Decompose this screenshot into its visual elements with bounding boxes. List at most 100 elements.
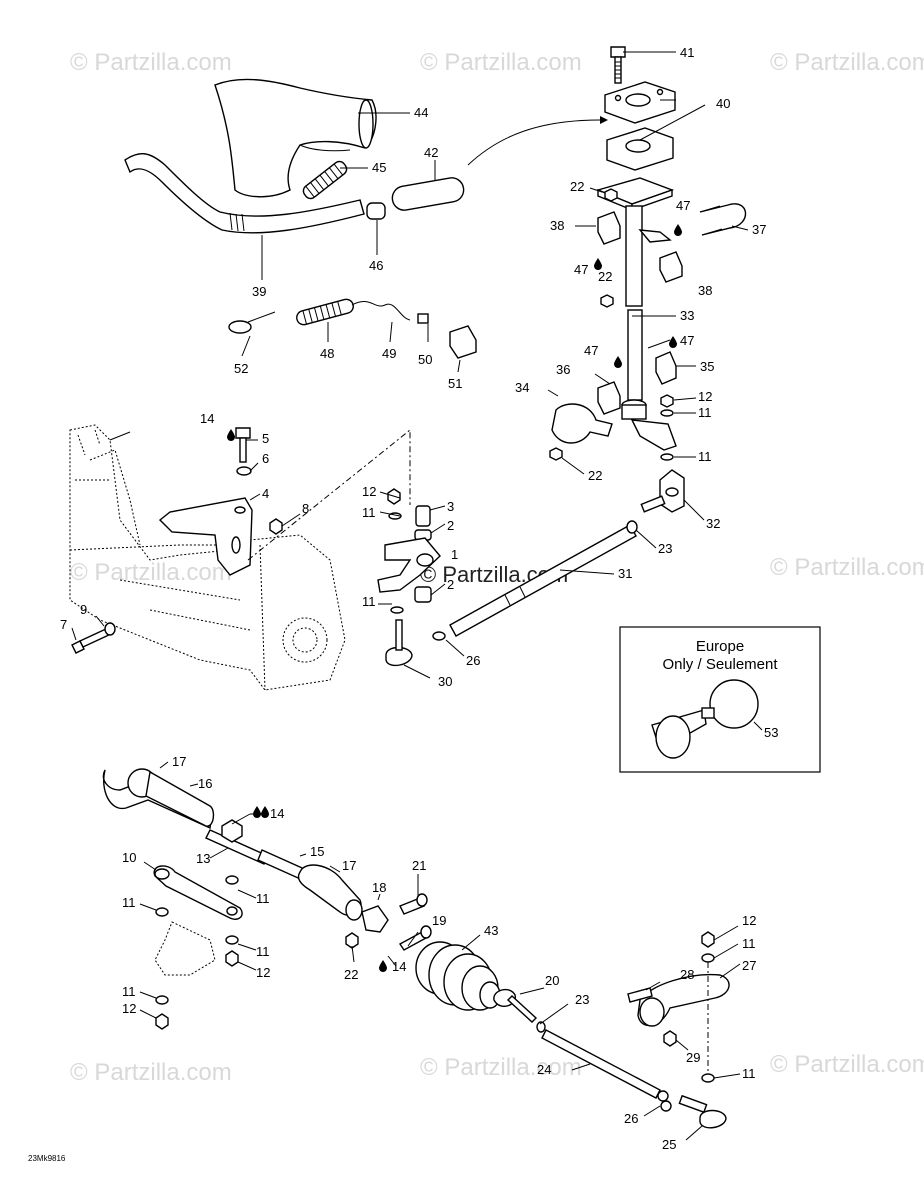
watermark: © Partzilla.com — [420, 1054, 582, 1081]
callout: 1 — [451, 547, 458, 562]
callout: 47 — [584, 343, 598, 358]
bracket-group — [71, 427, 411, 654]
callout: 12 — [362, 484, 376, 499]
watermark: © Partzilla.com — [70, 49, 232, 76]
tie-rod — [449, 520, 638, 637]
callout: 22 — [344, 967, 358, 982]
callout: 45 — [372, 160, 386, 175]
callout: 36 — [556, 362, 570, 377]
callout: 11 — [698, 449, 712, 464]
callout: 44 — [414, 105, 428, 120]
frame-outline — [69, 424, 346, 691]
callout: 8 — [302, 501, 309, 516]
callout: 49 — [382, 346, 396, 361]
callout: 40 — [716, 96, 730, 111]
callout: 11 — [362, 594, 376, 609]
callout: 24 — [537, 1062, 551, 1077]
callout: 26 — [624, 1111, 638, 1126]
oil-drop-icon — [227, 429, 235, 441]
callout: 16 — [198, 776, 212, 791]
callout: 11 — [122, 895, 136, 910]
callout: 22 — [598, 269, 612, 284]
callout: 31 — [618, 566, 632, 581]
callout: 17 — [172, 754, 186, 769]
insulation-strip — [302, 160, 348, 200]
watermark: © Partzilla.com — [770, 554, 924, 581]
inset-title-line1: Europe — [696, 638, 744, 655]
callout: 17 — [342, 858, 356, 873]
inset-title-line2: Only / Seulement — [662, 656, 778, 673]
callout: 23 — [658, 541, 672, 556]
lever-group — [377, 488, 446, 667]
callout: 20 — [545, 973, 559, 988]
callout: 35 — [700, 359, 714, 374]
callout: 47 — [676, 198, 690, 213]
heating-element — [296, 298, 354, 326]
callout: 23 — [575, 992, 589, 1007]
callout: 2 — [447, 577, 454, 592]
oil-drop-icon — [594, 258, 602, 270]
oil-drop-icon — [614, 356, 622, 368]
handlebar-tube — [124, 153, 365, 234]
callout: 11 — [742, 936, 756, 951]
callout: 38 — [550, 218, 564, 233]
oil-drop-icon — [379, 960, 387, 972]
callout: 22 — [588, 468, 602, 483]
callout: 38 — [698, 283, 712, 298]
callout: 42 — [424, 145, 438, 160]
callout: 33 — [680, 308, 694, 323]
callout: 52 — [234, 361, 248, 376]
watermarks: © Partzilla.com © Partzilla.com © Partzi… — [70, 49, 924, 1086]
handlebar-pad — [214, 78, 377, 198]
steering-column-group — [549, 46, 747, 513]
cable-tie — [228, 320, 252, 334]
watermark: © Partzilla.com — [770, 49, 924, 76]
callout: 46 — [369, 258, 383, 273]
callout: 12 — [256, 965, 270, 980]
callout: 12 — [122, 1001, 136, 1016]
watermark: © Partzilla.com — [70, 1059, 232, 1086]
callout: 25 — [662, 1137, 676, 1152]
small-parts — [228, 298, 477, 359]
connector-terminal — [417, 313, 429, 324]
europe-inset: Europe Only / Seulement — [619, 626, 821, 773]
callout: 32 — [706, 516, 720, 531]
oil-drop-icon — [674, 224, 682, 236]
callout: 37 — [752, 222, 766, 237]
callout: 11 — [256, 944, 270, 959]
boot — [415, 941, 501, 1011]
oil-drop-icon — [669, 336, 677, 348]
callout: 29 — [686, 1050, 700, 1065]
callout: 10 — [122, 850, 136, 865]
oil-drop-icon — [253, 806, 261, 818]
callout: 11 — [362, 505, 376, 520]
horn — [651, 679, 759, 759]
callout: 15 — [310, 844, 324, 859]
callout-labels: 1 2 2 3 4 5 6 7 8 9 10 11 11 11 11 11 11… — [60, 45, 778, 1152]
callout: 39 — [252, 284, 266, 299]
connector-housing — [449, 325, 477, 359]
callout: 11 — [122, 984, 136, 999]
callout: 7 — [60, 617, 67, 632]
watermark: © Partzilla.com — [770, 1051, 924, 1078]
callout: 4 — [262, 486, 269, 501]
callout: 2 — [447, 518, 454, 533]
callout: 53 — [764, 725, 778, 740]
callout: 19 — [432, 913, 446, 928]
callout: 3 — [447, 499, 454, 514]
callout: 28 — [680, 967, 694, 982]
callout: 26 — [466, 653, 480, 668]
callout: 41 — [680, 45, 694, 60]
callout: 9 — [80, 602, 87, 617]
callout: 14 — [200, 411, 214, 426]
callout: 21 — [412, 858, 426, 873]
drawing-code: 23Mk9816 — [28, 1154, 66, 1163]
oil-drop-icons — [227, 224, 682, 972]
callout: 12 — [742, 913, 756, 928]
callout: 12 — [698, 389, 712, 404]
callout: 13 — [196, 851, 210, 866]
callout: 11 — [698, 405, 712, 420]
callout: 5 — [262, 431, 269, 446]
callout: 50 — [418, 352, 432, 367]
